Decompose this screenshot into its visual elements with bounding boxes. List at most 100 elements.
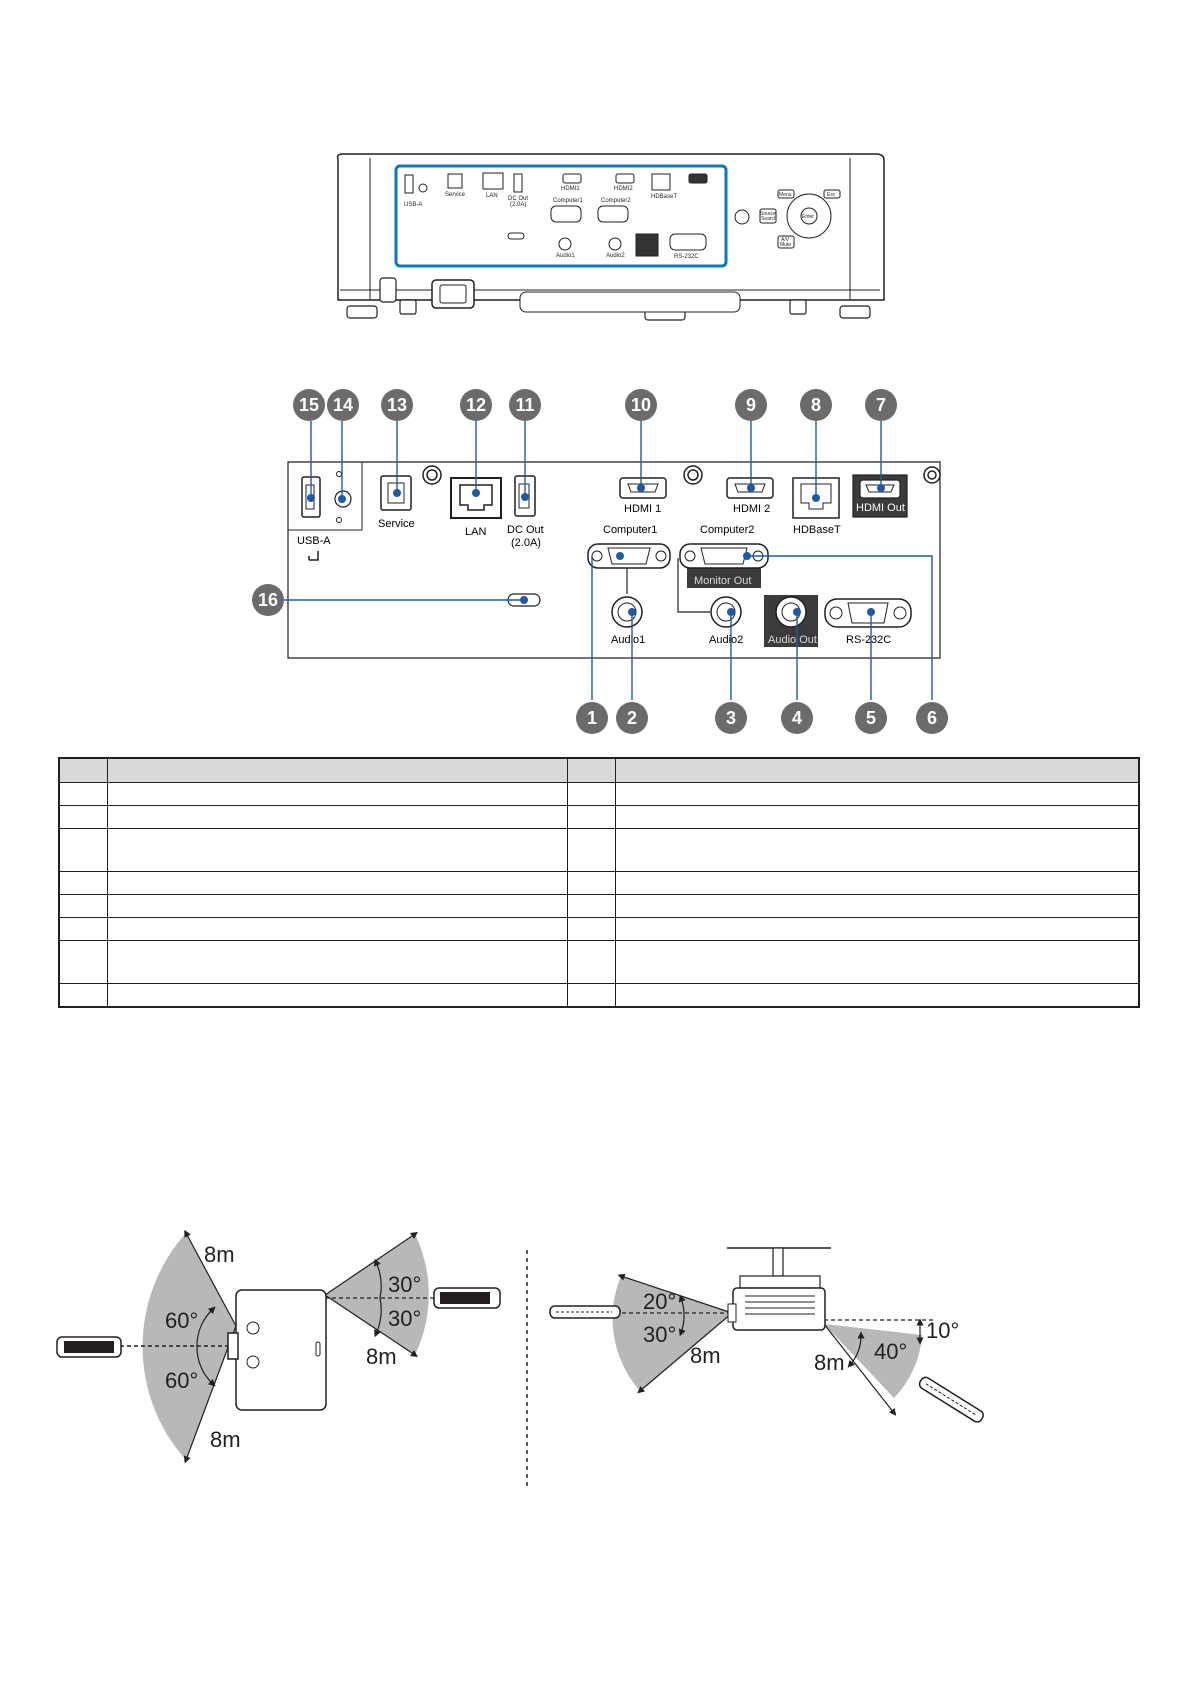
dc-out-current-label: (2.0A): [511, 537, 541, 549]
hdmi-out-label: HDMI Out: [856, 502, 905, 514]
callout-8: 8: [811, 395, 821, 415]
rear-angle-lower: 30°: [388, 1306, 421, 1331]
hdbaset-label: HDBaseT: [793, 524, 841, 536]
front-distance-upper: 8m: [204, 1242, 235, 1267]
callout-1: 1: [587, 708, 597, 728]
table-row: [58, 983, 1140, 1008]
svg-text:Audio1: Audio1: [556, 253, 575, 259]
svg-text:HDBaseT: HDBaseT: [651, 194, 677, 200]
side-distance-rear: 8m: [814, 1350, 845, 1375]
computer1-label: Computer1: [603, 524, 657, 536]
remote-control-rear: [433, 1287, 501, 1309]
callout-3: 3: [726, 708, 736, 728]
table-cell: [566, 782, 616, 806]
rear-angle-upper: 30°: [388, 1272, 421, 1297]
svg-text:Source: Source: [760, 211, 776, 217]
table-cell: [58, 828, 108, 872]
header-num-1: [58, 757, 108, 783]
callout-2: 2: [627, 708, 637, 728]
projector-top-view: [235, 1289, 327, 1411]
table-cell: [106, 782, 568, 806]
callout-12: 12: [466, 395, 486, 415]
side-angle-rear-offset: 10°: [926, 1318, 959, 1343]
table-cell: [58, 940, 108, 984]
callout-14: 14: [333, 395, 353, 415]
audio2-label: Audio2: [709, 634, 743, 646]
table-row: [58, 828, 1140, 872]
table-cell: [614, 782, 1140, 806]
hdmi1-label: HDMI 1: [624, 503, 661, 515]
header-name-1: [106, 757, 568, 783]
table-cell: [58, 917, 108, 941]
callout-9: 9: [746, 395, 756, 415]
callout-7: 7: [876, 395, 886, 415]
table-row: [58, 871, 1140, 895]
table-cell: [566, 983, 616, 1008]
callout-15: 15: [299, 395, 319, 415]
svg-text:DC Out: DC Out: [508, 196, 528, 202]
table-cell: [566, 805, 616, 829]
callout-16: 16: [258, 590, 278, 610]
front-angle-lower: 60°: [165, 1368, 198, 1393]
header-name-2: [614, 757, 1140, 783]
table-row: [58, 805, 1140, 829]
callout-6: 6: [927, 708, 937, 728]
table-cell: [58, 871, 108, 895]
audio-out-label: Audio Out: [768, 634, 817, 646]
svg-text:HDMI1: HDMI1: [561, 186, 580, 192]
table-cell: [106, 871, 568, 895]
service-label: Service: [378, 518, 415, 530]
callout-10: 10: [631, 395, 651, 415]
table-cell: [566, 828, 616, 872]
side-angle-front-up: 20°: [643, 1289, 676, 1314]
table-cell: [58, 894, 108, 918]
remote-control-front: [56, 1336, 122, 1358]
port-legend-table: [58, 757, 1140, 1008]
monitor-out-label: Monitor Out: [694, 575, 751, 587]
computer2-label: Computer2: [700, 524, 754, 536]
table-cell: [106, 983, 568, 1008]
header-num-2: [566, 757, 616, 783]
side-front-zone: [612, 1276, 732, 1391]
rear-distance: 8m: [366, 1344, 397, 1369]
front-distance-lower: 8m: [210, 1427, 241, 1452]
table-cell: [566, 871, 616, 895]
table-row: [58, 917, 1140, 941]
table-row: [58, 940, 1140, 984]
callout-13: 13: [387, 395, 407, 415]
svg-text:(2.0A): (2.0A): [510, 202, 526, 208]
table-cell: [566, 894, 616, 918]
table-cell: [614, 983, 1140, 1008]
table-cell: [106, 828, 568, 872]
svg-text:Computer2: Computer2: [601, 198, 631, 204]
table-cell: [566, 917, 616, 941]
table-cell: [58, 782, 108, 806]
svg-text:Esc: Esc: [827, 192, 836, 198]
svg-text:Menu: Menu: [779, 192, 792, 198]
table-cell: [106, 894, 568, 918]
side-angle-rear: 40°: [874, 1339, 907, 1364]
side-distance-front: 8m: [690, 1343, 721, 1368]
table-cell: [614, 917, 1140, 941]
front-reception-zone: [142, 1233, 236, 1460]
table-cell: [106, 917, 568, 941]
svg-text:Mute: Mute: [780, 242, 791, 248]
svg-text:A/V: A/V: [781, 237, 790, 243]
table-cell: [614, 894, 1140, 918]
table-row: [58, 782, 1140, 806]
eject-icon: [308, 551, 319, 561]
remote-range-diagram: 8m 60° 60° 8m 30° 30° 8m: [56, 1229, 984, 1486]
table-cell: [566, 940, 616, 984]
svg-text:Service: Service: [445, 192, 466, 198]
callout-11: 11: [515, 395, 534, 415]
remote-control-side-front: [549, 1305, 621, 1319]
table-cell: [58, 805, 108, 829]
svg-text:LAN: LAN: [486, 193, 498, 199]
svg-text:RS-232C: RS-232C: [674, 254, 699, 260]
table-cell: [614, 828, 1140, 872]
ceiling-mounted-projector: [727, 1247, 831, 1331]
audio1-label: Audio1: [611, 634, 645, 646]
svg-text:Computer1: Computer1: [553, 198, 583, 204]
side-angle-front-down: 30°: [643, 1322, 676, 1347]
interface-panel-diagram: USB-A Service LAN DC Out (2.0A) HDMI 1 H…: [252, 389, 948, 734]
